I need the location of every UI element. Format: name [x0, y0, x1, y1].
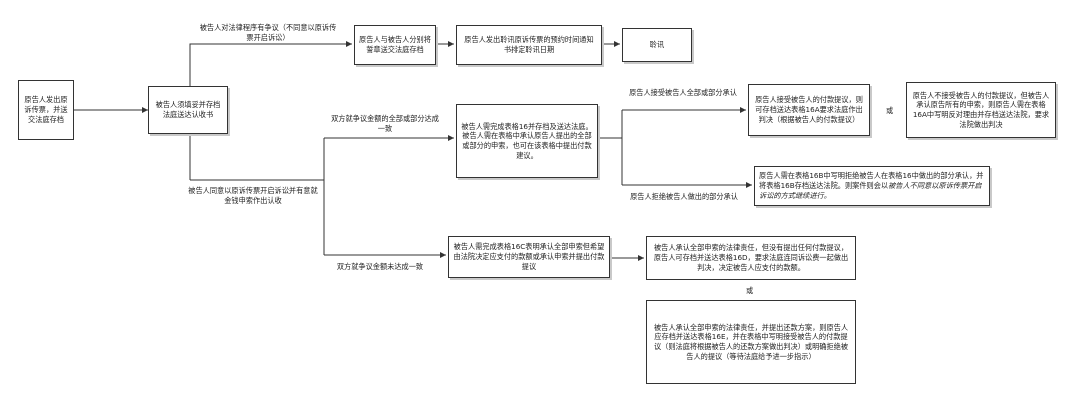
or-text-1: 或	[886, 106, 894, 115]
dispute-label: 被告人对法律程序有争议（不同意以原诉传票开启诉讼）	[199, 23, 337, 42]
form16b-text: 原告人需在表格16B中写明拒绝被告人在表格16中做出的部分承认，并将表格16B存…	[759, 171, 984, 200]
form16-node: 被告人需完成表格16并存档及送达法庭。被告人需在表格中承认原告人提出的全部或部分…	[456, 104, 598, 178]
form16c-node: 被告人需完成表格16C表明承认全部申索但希望由法院决定应支付的款额或承认申索并提…	[448, 236, 610, 278]
full-liability-plan-node: 被告人承认全部申索的法律责任，并提出还款方案，则原告人应存档并送达表格16E，并…	[646, 300, 856, 384]
start-node-text: 原告人发出原诉传票，并送交法庭存档	[24, 95, 68, 124]
serve-node-text: 被告人须填妥并存档法庭送达认收书	[155, 100, 221, 119]
both-submit-text: 原告人与被告人分别将誓章送交法庭存档	[359, 35, 431, 54]
both-submit-node: 原告人与被告人分别将誓章送交法庭存档	[354, 25, 436, 65]
serve-node: 被告人须填妥并存档法庭送达认收书	[148, 86, 228, 134]
start-node: 原告人发出原诉传票，并送交法庭存档	[18, 80, 74, 140]
full-liability-node: 被告人承认全部申索的法律责任，但没有提出任何付款提议，原告人可存档并送达表格16…	[646, 236, 856, 280]
plaintiff-accept-node: 原告人接受被告人的付款提议，则可存档送达表格16A要求法庭作出判决（根据被告人的…	[748, 84, 870, 136]
plaintiff-accept-text: 原告人接受被告人的付款提议，则可存档送达表格16A要求法庭作出判决（根据被告人的…	[755, 95, 863, 124]
notice-node: 原告人发出聆讯原诉传票的预约时间通知书排定聆讯日期	[456, 25, 602, 65]
hearing-text: 聆讯	[649, 40, 665, 50]
agree-label: 被告人同意以原诉传票开启诉讼并有意就金钱申索作出认收	[188, 186, 318, 205]
full-liability-plan-text: 被告人承认全部申索的法律责任，并提出还款方案，则原告人应存档并送达表格16E，并…	[653, 322, 849, 361]
or-text-2: 或	[746, 286, 754, 295]
accept-all-part-label: 原告人接受被告人全部或部分承认	[629, 88, 737, 97]
no-agree-label: 双方就争议金额未达成一致	[336, 262, 424, 271]
plaintiff-reject-text: 原告人不接受被告人的付款提议，但被告人承认原告所有的申索，则原告人需在表格16A…	[912, 90, 1050, 129]
form16b-node: 原告人需在表格16B中写明拒绝被告人在表格16中做出的部分承认，并将表格16B存…	[754, 166, 990, 206]
form16-text: 被告人需完成表格16并存档及送达法庭。被告人需在表格中承认原告人提出的全部或部分…	[461, 121, 593, 160]
partial-agree-label: 双方就争议金额的全部或部分达成一致	[331, 114, 439, 133]
full-liability-text: 被告人承认全部申索的法律责任，但没有提出任何付款提议，原告人可存档并送达表格16…	[653, 243, 849, 272]
plaintiff-reject-node: 原告人不接受被告人的付款提议，但被告人承认原告所有的申索，则原告人需在表格16A…	[906, 82, 1056, 138]
hearing-node: 聆讯	[622, 28, 692, 62]
reject-part-label: 原告人拒绝被告人做出的部分承认	[630, 192, 738, 201]
form16c-text: 被告人需完成表格16C表明承认全部申索但希望由法院决定应支付的款额或承认申索并提…	[453, 242, 605, 271]
notice-text: 原告人发出聆讯原诉传票的预约时间通知书排定聆讯日期	[464, 35, 594, 54]
